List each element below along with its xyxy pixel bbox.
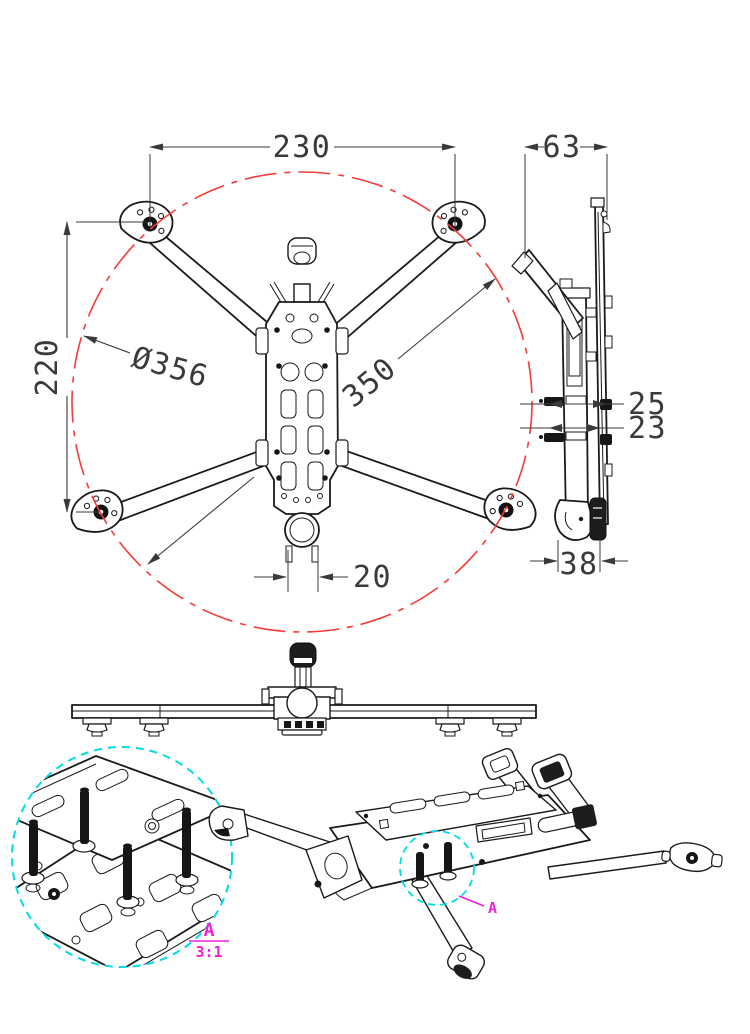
dim-label-38: 38 — [559, 547, 598, 582]
dim-230: 230 — [149, 130, 456, 226]
front-camera-knob — [289, 642, 317, 668]
detail-boundary-circle — [11, 746, 233, 968]
dim-label-20: 20 — [353, 560, 392, 595]
detail-callout-leader — [458, 895, 485, 907]
iso-rail-cap — [571, 804, 597, 830]
detail-label-letter: A — [204, 920, 215, 941]
detail-content — [12, 755, 232, 967]
front-center-pod — [261, 642, 343, 736]
side-battery-pad — [589, 497, 607, 541]
motor-mount-rear-right — [480, 484, 540, 535]
dim-label-356: Ø356 — [128, 340, 213, 395]
side-vertical-plate — [594, 204, 609, 526]
iso-top-deck — [355, 785, 557, 841]
motor-mount-rear-left — [67, 486, 127, 537]
side-foot — [554, 499, 594, 541]
iso-right-arm — [547, 850, 667, 880]
dim-23: 23 — [520, 411, 667, 446]
iso-right-motor-mount — [661, 842, 723, 873]
iso-front-motor-pod — [447, 944, 485, 980]
side-view: 63 25 23 38 — [511, 130, 667, 582]
dim-38: 38 — [530, 540, 628, 582]
front-foot-3 — [435, 717, 465, 737]
front-foot-2 — [139, 717, 169, 737]
front-foot-1 — [82, 717, 112, 737]
dim-63: 63 — [524, 130, 608, 258]
dim-220: 220 — [30, 221, 148, 513]
detail-callout-circle — [399, 830, 475, 906]
arm-rear-right — [330, 446, 495, 520]
detail-view-a: A 3:1 — [11, 746, 233, 968]
isometric-view: A — [208, 747, 723, 980]
prop-clearance-circle — [71, 171, 533, 633]
front-lens — [286, 687, 318, 719]
arm-rear-left — [112, 446, 275, 522]
iso-rear-pod-left — [481, 747, 519, 781]
dim-label-63: 63 — [542, 130, 581, 165]
camera-pod — [287, 237, 317, 265]
dim-20: 20 — [254, 550, 392, 595]
dim-label-25: 25 — [628, 387, 667, 422]
dim-label-220: 220 — [30, 338, 65, 397]
dim-label-230: 230 — [273, 130, 332, 165]
dim-diameter-356: Ø356 — [83, 335, 213, 395]
center-body — [255, 237, 349, 563]
detail-label: A 3:1 — [189, 920, 229, 961]
front-foot-4 — [492, 717, 522, 737]
dim-25: 25 — [520, 387, 667, 422]
dim-label-350: 350 — [336, 351, 404, 415]
detail-callout-label: A — [488, 899, 497, 917]
top-view: 230 220 Ø356 350 20 — [30, 130, 540, 633]
iso-rear-pod-right — [531, 753, 573, 790]
detail-label-scale: 3:1 — [195, 943, 222, 961]
dim-label-23: 23 — [628, 411, 667, 446]
front-view — [71, 642, 537, 737]
